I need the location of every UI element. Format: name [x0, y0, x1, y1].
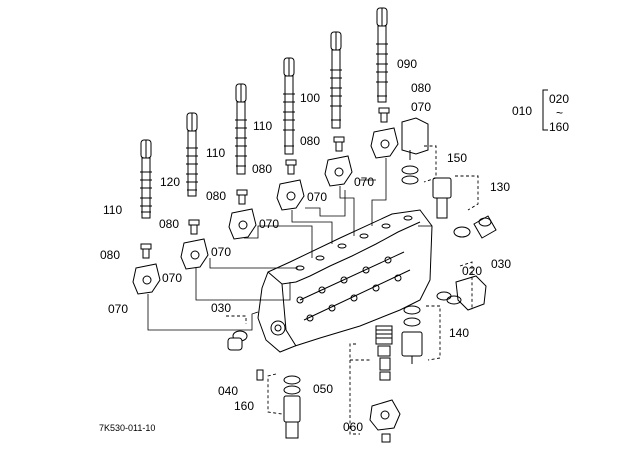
callout-070: 070: [259, 217, 280, 231]
callout-020: 020: [462, 264, 483, 278]
spool-3: [235, 83, 247, 175]
plug-030-left: [227, 330, 248, 351]
spool-4: [283, 57, 295, 155]
callout-030: 030: [211, 301, 232, 315]
spool-2: [186, 112, 198, 197]
spool-5: [330, 31, 342, 129]
callout-080: 080: [252, 162, 273, 176]
callout-120: 120: [160, 175, 181, 189]
callout-070: 070: [307, 190, 328, 204]
callout-160: 160: [234, 399, 255, 413]
range-bracket: [542, 89, 548, 131]
callout-080: 080: [159, 217, 180, 231]
callout-090: 090: [397, 57, 418, 71]
drawing-number: 7K530-011-10: [99, 423, 156, 433]
range-tilde: ~: [556, 106, 564, 120]
leader-lines: [147, 158, 432, 331]
callout-110: 110: [103, 203, 123, 217]
callout-080: 080: [206, 189, 227, 203]
callout-080: 080: [100, 248, 121, 262]
callout-040: 040: [218, 384, 239, 398]
callout-070: 070: [354, 175, 375, 189]
spool-1: [140, 139, 152, 219]
callout-080: 080: [300, 134, 321, 148]
callout-070: 070: [108, 302, 129, 316]
callout-130: 130: [490, 180, 511, 194]
callout-110: 110: [206, 146, 226, 160]
spool-6: [376, 7, 388, 103]
callout-110: 110: [253, 119, 273, 133]
dashed-brackets: [226, 145, 479, 435]
callout-070: 070: [162, 271, 183, 285]
relief-plug-150: [401, 117, 429, 185]
cap-070-set: [132, 127, 399, 295]
plug-060: [369, 399, 401, 443]
range-to: 160: [549, 120, 570, 134]
valve-body: [257, 209, 433, 353]
spring-050: [375, 325, 393, 381]
callout-070: 070: [211, 245, 232, 259]
callout-100: 100: [300, 91, 321, 105]
range-part-number: 010: [512, 104, 533, 118]
range-from: 020: [549, 92, 570, 106]
plug-030-right: [473, 215, 497, 239]
callout-150: 150: [447, 151, 468, 165]
callout-070: 070: [411, 100, 432, 114]
callout-140: 140: [449, 326, 470, 340]
relief-valve-020: [436, 275, 487, 311]
callout-030: 030: [491, 257, 512, 271]
callout-080: 080: [411, 81, 432, 95]
check-valve-130: [432, 177, 471, 238]
bolt-080-set: [140, 107, 390, 259]
callout-050: 050: [313, 382, 334, 396]
callout-060: 060: [343, 420, 364, 434]
valve-160: [283, 375, 301, 439]
screw-040: [256, 369, 264, 381]
valve-140: [401, 305, 423, 364]
